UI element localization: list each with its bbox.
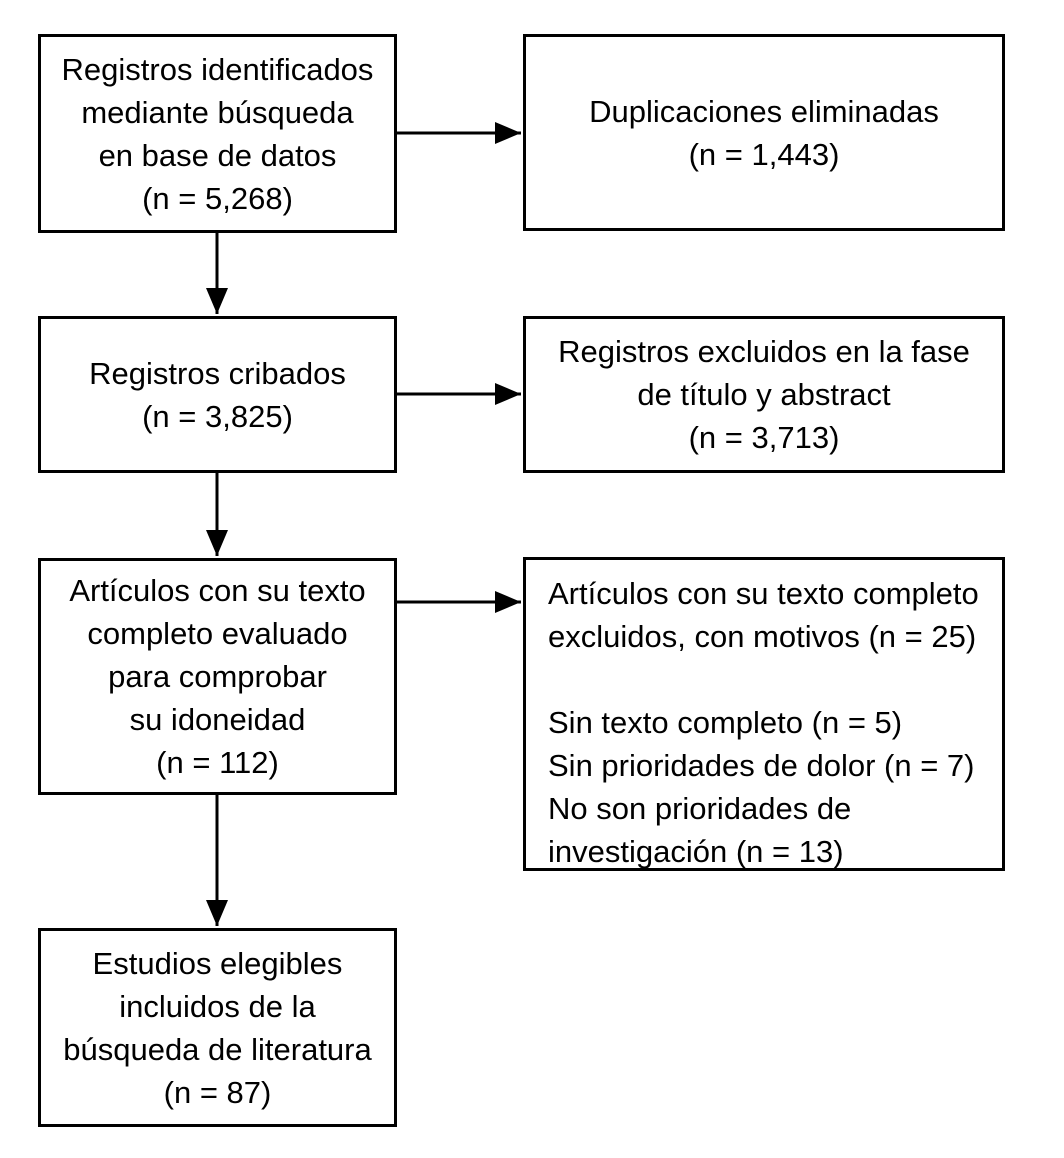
- box-excluded-title-abstract: Registros excluidos en la fase de título…: [523, 316, 1005, 473]
- box-fulltext-excluded-text: Artículos con su texto completo excluido…: [548, 576, 979, 869]
- box-duplicates-removed: Duplicaciones eliminadas (n = 1,443): [523, 34, 1005, 231]
- box-excluded-title-abstract-text: Registros excluidos en la fase de título…: [558, 334, 970, 455]
- box-studies-included-text: Estudios elegibles incluidos de la búsqu…: [63, 945, 372, 1110]
- box-records-identified: Registros identificados mediante búsqued…: [38, 34, 397, 233]
- box-fulltext-assessed-text: Artículos con su texto completo evaluado…: [69, 573, 366, 780]
- box-records-screened-text: Registros cribados (n = 3,825): [89, 355, 346, 434]
- box-records-screened: Registros cribados (n = 3,825): [38, 316, 397, 473]
- box-duplicates-removed-text: Duplicaciones eliminadas (n = 1,443): [589, 93, 939, 172]
- box-fulltext-excluded: Artículos con su texto completo excluido…: [523, 557, 1005, 871]
- box-records-identified-text: Registros identificados mediante búsqued…: [61, 51, 374, 216]
- box-studies-included: Estudios elegibles incluidos de la búsqu…: [38, 928, 397, 1127]
- box-fulltext-assessed: Artículos con su texto completo evaluado…: [38, 558, 397, 795]
